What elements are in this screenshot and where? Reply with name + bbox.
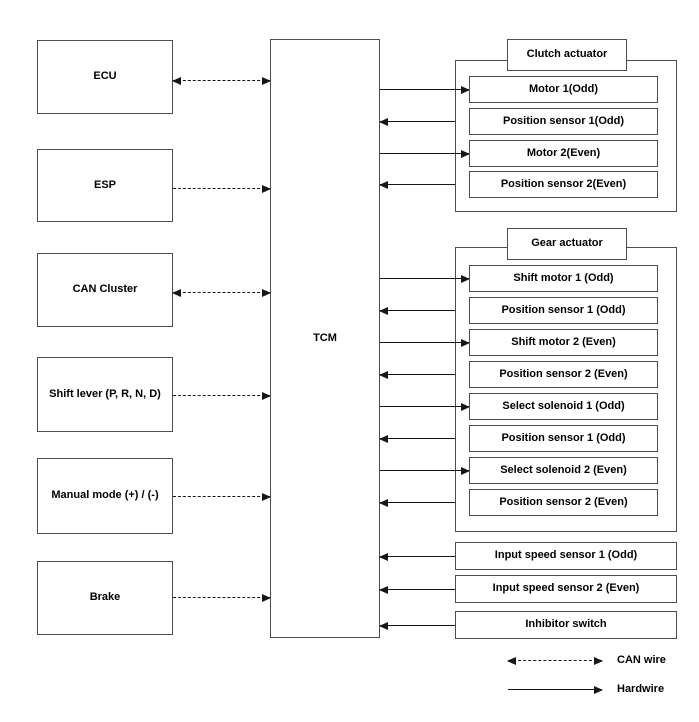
hardwire-gear-position-sensor-2-to-tcm [379,370,455,379]
box-gear-shift-motor-2-even: Shift motor 2 (Even) [469,329,658,356]
box-tcm: TCM [270,39,380,638]
box-clutch-motor-2-even: Motor 2(Even) [469,140,658,167]
box-esp: ESP [37,149,173,222]
clutch-actuator-title-label: Clutch actuator [526,48,608,61]
box-gear-position-sensor-1b-odd: Position sensor 1 (Odd) [469,425,658,452]
hardwire-input-speed-sensor-2-to-tcm [379,585,455,594]
legend-can-wire-label: CAN wire [617,654,666,666]
hardwire-input-speed-sensor-1-to-tcm [379,552,455,561]
can-wire-shift-lever-tcm [173,391,271,400]
box-gear-position-sensor-1b-odd-label: Position sensor 1 (Odd) [501,431,626,444]
gear-actuator-title: Gear actuator [507,228,627,260]
box-input-speed-sensor-1: Input speed sensor 1 (Odd) [455,542,677,570]
box-gear-shift-motor-1-odd-label: Shift motor 1 (Odd) [513,271,614,284]
box-gear-select-solenoid-2-even: Select solenoid 2 (Even) [469,457,658,484]
box-brake-label: Brake [89,591,121,604]
box-clutch-position-sensor-2-even: Position sensor 2(Even) [469,171,658,198]
hardwire-tcm-to-shift-motor-1 [380,274,470,283]
box-manual-mode: Manual mode (+) / (-) [37,458,173,534]
box-clutch-motor-1-odd: Motor 1(Odd) [469,76,658,103]
hardwire-gear-position-sensor-2b-to-tcm [379,498,455,507]
box-clutch-motor-1-odd-label: Motor 1(Odd) [528,82,599,95]
box-clutch-position-sensor-1-odd: Position sensor 1(Odd) [469,108,658,135]
box-clutch-motor-2-even-label: Motor 2(Even) [526,146,601,159]
hardwire-clutch-position-sensor-1-to-tcm [379,117,455,126]
box-ecu: ECU [37,40,173,114]
hardwire-tcm-to-clutch-motor-1 [380,85,470,94]
hardwire-tcm-to-clutch-motor-2 [380,149,470,158]
hardwire-gear-position-sensor-1-to-tcm [379,306,455,315]
hardwire-clutch-position-sensor-2-to-tcm [379,180,455,189]
gear-actuator-frame [455,247,677,532]
box-gear-select-solenoid-1-odd: Select solenoid 1 (Odd) [469,393,658,420]
box-input-speed-sensor-2: Input speed sensor 2 (Even) [455,575,677,603]
gear-actuator-title-label: Gear actuator [531,237,603,250]
box-brake: Brake [37,561,173,635]
box-gear-position-sensor-1-odd: Position sensor 1 (Odd) [469,297,658,324]
box-clutch-position-sensor-2-even-label: Position sensor 2(Even) [500,177,627,190]
box-gear-position-sensor-2-even-label: Position sensor 2 (Even) [499,367,628,380]
hardwire-tcm-to-select-solenoid-1 [380,402,470,411]
box-clutch-position-sensor-1-odd-label: Position sensor 1(Odd) [502,114,624,127]
box-shift-lever: Shift lever (P, R, N, D) [37,357,173,432]
can-wire-esp-tcm [173,184,271,193]
box-gear-position-sensor-1-odd-label: Position sensor 1 (Odd) [501,303,626,316]
box-input-speed-sensor-1-label: Input speed sensor 1 (Odd) [494,549,638,562]
hardwire-inhibitor-switch-to-tcm [379,621,455,630]
hardwire-gear-position-sensor-1b-to-tcm [379,434,455,443]
box-input-speed-sensor-2-label: Input speed sensor 2 (Even) [492,582,640,595]
box-gear-position-sensor-2-even: Position sensor 2 (Even) [469,361,658,388]
clutch-actuator-title: Clutch actuator [507,39,627,71]
box-gear-select-solenoid-1-odd-label: Select solenoid 1 (Odd) [502,399,625,412]
box-ecu-label: ECU [93,70,117,83]
box-tcm-label: TCM [313,331,337,344]
box-gear-position-sensor-2b-even: Position sensor 2 (Even) [469,489,658,516]
can-wire-ecu-tcm [172,76,271,85]
hardwire-tcm-to-select-solenoid-2 [380,466,470,475]
box-inhibitor-switch-label: Inhibitor switch [525,618,607,631]
box-gear-shift-motor-1-odd: Shift motor 1 (Odd) [469,265,658,292]
box-esp-label: ESP [93,178,116,191]
box-gear-shift-motor-2-even-label: Shift motor 2 (Even) [511,335,616,348]
box-shift-lever-label: Shift lever (P, R, N, D) [49,387,161,400]
box-gear-position-sensor-2b-even-label: Position sensor 2 (Even) [499,495,628,508]
box-can-cluster: CAN Cluster [37,253,173,327]
legend-hardwire-arrow [508,685,603,694]
box-can-cluster-label: CAN Cluster [72,283,138,296]
legend-can-wire-arrow [507,656,603,665]
legend-hardwire-label: Hardwire [617,683,665,695]
can-wire-brake-tcm [173,593,271,602]
can-wire-manual-mode-tcm [173,492,271,501]
hardwire-tcm-to-shift-motor-2 [380,338,470,347]
box-gear-select-solenoid-2-even-label: Select solenoid 2 (Even) [500,463,627,476]
box-manual-mode-label: Manual mode (+) / (-) [51,489,159,502]
box-inhibitor-switch: Inhibitor switch [455,611,677,639]
can-wire-cluster-tcm [172,288,271,297]
